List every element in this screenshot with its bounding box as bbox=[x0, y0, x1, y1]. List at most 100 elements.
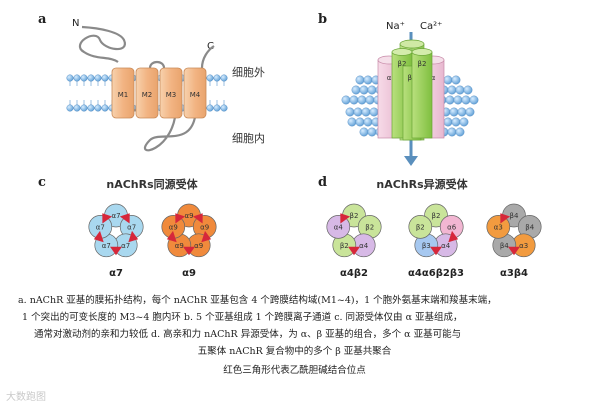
segment-m1-label: M1 bbox=[118, 91, 129, 99]
panel-c-title: nAChRs同源受体 bbox=[106, 177, 198, 191]
lipid-head bbox=[457, 107, 467, 117]
subunit-label: α3 bbox=[494, 223, 503, 231]
acetylcholine-binding-site-triangle bbox=[500, 213, 511, 224]
lipid-head bbox=[363, 117, 373, 127]
lipid-head bbox=[80, 74, 88, 82]
channel-subunit-label-beta2-b: β2 bbox=[418, 60, 427, 68]
lipid-head bbox=[365, 95, 375, 105]
intracellular-loop bbox=[143, 105, 198, 152]
lipid-head bbox=[66, 74, 74, 82]
subunit-label: β2 bbox=[350, 212, 359, 220]
caption-line-3: 通常对激动剂的亲和力较低 d. 高亲和力 nAChR 异源受体，为 α、β 亚基… bbox=[34, 329, 462, 340]
subunit-label: β2 bbox=[340, 242, 349, 250]
lipid-head bbox=[80, 104, 88, 112]
subunit-label: α7 bbox=[121, 242, 130, 250]
segment-m3: M3 bbox=[159, 67, 183, 119]
panel-a: a N C M1 M2 M3 M4 细胞外 细胞内 bbox=[38, 12, 265, 152]
pentamer-alpha7-label: α7 bbox=[109, 268, 123, 279]
lipid-head bbox=[465, 107, 475, 117]
subunit-label: β2 bbox=[416, 223, 425, 231]
subunit-label: β4 bbox=[500, 242, 509, 250]
acetylcholine-binding-site-triangle bbox=[128, 230, 139, 243]
lipid-head bbox=[447, 127, 457, 137]
subunit-label: α9 bbox=[194, 242, 203, 250]
panel-c-letter: c bbox=[38, 175, 46, 190]
c-terminus-label: C bbox=[207, 41, 214, 52]
segment-m1: M1 bbox=[111, 67, 135, 119]
channel-subunit-label-beta2-a: β2 bbox=[398, 60, 407, 68]
lipid-head bbox=[359, 127, 369, 137]
n-terminus-label: N bbox=[72, 18, 79, 29]
loop-m2-m3 bbox=[148, 60, 166, 69]
extracellular-label: 细胞外 bbox=[232, 66, 265, 79]
lipid-head bbox=[341, 95, 351, 105]
subunit-label: α7 bbox=[127, 223, 136, 231]
acetylcholine-binding-site-triangle bbox=[102, 213, 113, 224]
lipid-head bbox=[94, 74, 102, 82]
acetylcholine-binding-site-triangle bbox=[166, 230, 177, 243]
subunit-label: α4 bbox=[441, 242, 451, 250]
caption-line-5: 红色三角形代表乙酰胆碱结合位点 bbox=[223, 365, 366, 376]
lipid-head bbox=[355, 117, 365, 127]
lipid-head bbox=[206, 74, 214, 82]
lipid-head bbox=[220, 74, 228, 82]
pentamer-alpha4beta2-label: α4β2 bbox=[340, 268, 368, 279]
subunit: β2 bbox=[408, 215, 433, 239]
lipid-head bbox=[73, 74, 81, 82]
acetylcholine-binding-site-triangle bbox=[175, 213, 186, 224]
lipid-head bbox=[443, 75, 453, 85]
intracellular-label: 细胞内 bbox=[232, 131, 265, 145]
lipid-head bbox=[213, 104, 221, 112]
subunit-label: α9 bbox=[200, 223, 209, 231]
lipid-head bbox=[220, 104, 228, 112]
channel: α β2 β4 α β2 bbox=[377, 39, 445, 141]
c-terminal-tail bbox=[200, 45, 215, 69]
lipid-head bbox=[469, 95, 479, 105]
pentamer-alpha4alpha6beta2beta3-label: α4α6β2β3 bbox=[408, 268, 464, 279]
lipid-head bbox=[347, 117, 357, 127]
segment-m4-label: M4 bbox=[190, 91, 201, 99]
acetylcholine-binding-site-triangle bbox=[110, 246, 122, 256]
lipid-head bbox=[453, 95, 463, 105]
lipid-head bbox=[66, 104, 74, 112]
lipid-head bbox=[87, 104, 95, 112]
subunit-label: α3 bbox=[519, 242, 528, 250]
subunit: α3 bbox=[486, 215, 511, 239]
lipid-head bbox=[455, 127, 465, 137]
lipid-head bbox=[451, 117, 461, 127]
lipid-head bbox=[455, 85, 465, 95]
lipid-head bbox=[94, 104, 102, 112]
acetylcholine-binding-site-triangle bbox=[340, 213, 351, 224]
subunit-circle bbox=[486, 215, 511, 239]
watermark: 大数跑图 bbox=[6, 392, 46, 403]
subunit-label: α9 bbox=[175, 242, 184, 250]
lipid-head bbox=[73, 104, 81, 112]
calcium-ion-label: Ca²⁺ bbox=[420, 21, 442, 32]
channel-subunit-beta2-right: β2 bbox=[411, 48, 433, 139]
lipid-head bbox=[445, 95, 455, 105]
acetylcholine-binding-site-triangle bbox=[201, 230, 212, 243]
n-terminal-loop bbox=[78, 25, 126, 63]
subunit-label: α9 bbox=[169, 223, 178, 231]
subunit-label: α4 bbox=[334, 223, 344, 231]
lipid-head bbox=[367, 127, 377, 137]
caption-line-4: 五聚体 nAChR 复合物中的多个 β 亚基共聚合 bbox=[197, 346, 392, 357]
subunit-label: β4 bbox=[525, 223, 534, 231]
subunit-label: α4 bbox=[359, 242, 369, 250]
subunit-label: α7 bbox=[102, 242, 111, 250]
subunit-label: α7 bbox=[111, 212, 120, 220]
lipid-head bbox=[101, 74, 109, 82]
acetylcholine-binding-site-triangle bbox=[430, 246, 442, 256]
sodium-ion-label: Na⁺ bbox=[386, 21, 405, 32]
caption-line-1: a. nAChR 亚基的膜拓扑结构，每个 nAChR 亚基包含 4 个跨膜结构域… bbox=[18, 295, 497, 306]
lipid-head bbox=[206, 104, 214, 112]
lipid-head bbox=[359, 85, 369, 95]
subunit-label: α7 bbox=[96, 223, 105, 231]
subunit-label: α6 bbox=[447, 223, 457, 231]
